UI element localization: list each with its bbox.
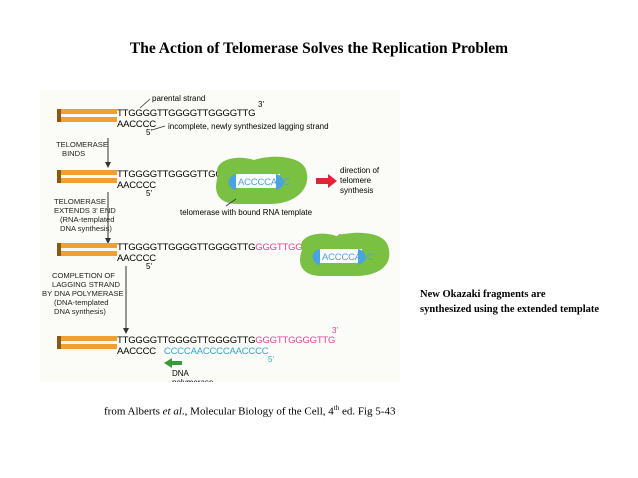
parental-strand-label: parental strand: [152, 94, 205, 103]
five-prime-4: 5': [268, 355, 274, 364]
dna-polymerase-arrow-icon: [164, 358, 182, 368]
incomplete-strand-label: incomplete, newly synthesized lagging st…: [168, 122, 329, 131]
bottom-seq-2: AACCCC: [117, 180, 156, 191]
three-prime-1: 3': [258, 100, 264, 109]
top-seq-4: TTGGGGTTGGGGTTGGGGTTGGGGTTGGGGTTG: [117, 335, 335, 346]
five-prime-3: 5': [146, 262, 152, 271]
side-note: New Okazaki fragments are synthesized us…: [420, 287, 635, 317]
side-note-line-1: New Okazaki fragments are: [420, 289, 546, 300]
three-prime-4: 3': [332, 326, 338, 335]
dna-duplex-1: [57, 109, 117, 122]
telomerase-diagram: parental strand 3' TTGGGGTTGGGGTTGGGGTTG…: [42, 94, 390, 382]
five-prime-2: 5': [146, 189, 152, 198]
rna-template-1: ACCCCAAC: [238, 177, 290, 188]
figure-caption: from Alberts et al., Molecular Biology o…: [104, 404, 396, 418]
top-seq-3: TTGGGGTTGGGGTTGGGGTTGGGGTTGGGGTTG: [117, 242, 335, 253]
top-seq-1: TTGGGGTTGGGGTTGGGGTTG: [117, 108, 255, 119]
dna-duplex-2: [57, 170, 117, 183]
bottom-seq-1: AACCCC: [117, 119, 156, 130]
rna-template-2: ACCCCAAC: [322, 252, 374, 263]
telomerase-figure: parental strand 3' TTGGGGTTGGGGTTGGGGTTG…: [40, 90, 400, 382]
five-prime-1: 5': [146, 128, 152, 137]
stage-completion: COMPLETION OF LAGGING STRAND BY DNA POLY…: [42, 271, 126, 316]
bottom-seq-3: AACCCC: [117, 253, 156, 264]
side-note-line-2: synthesized using the extended template: [420, 304, 600, 315]
dna-polymerase-label: DNA polymerase: [172, 369, 214, 382]
direction-label: direction of telomere synthesis: [340, 166, 381, 195]
telomerase-label: telomerase with bound RNA template: [180, 208, 313, 217]
top-seq-2: TTGGGGTTGGGGTTGGGGTTG: [117, 169, 255, 180]
stage-extends-3-end: TELOMERASE EXTENDS 3' END (RNA-templated…: [54, 197, 118, 233]
slide-title: The Action of Telomerase Solves the Repl…: [129, 40, 509, 57]
direction-arrow-icon: [316, 174, 337, 188]
telomerase-enzyme-2: [300, 232, 390, 276]
telomerase-enzyme-1: [216, 156, 308, 204]
dna-duplex-4: [57, 336, 117, 349]
dna-duplex-3: [57, 243, 117, 256]
stage-telomerase-binds: TELOMERASE BINDS: [56, 140, 110, 158]
